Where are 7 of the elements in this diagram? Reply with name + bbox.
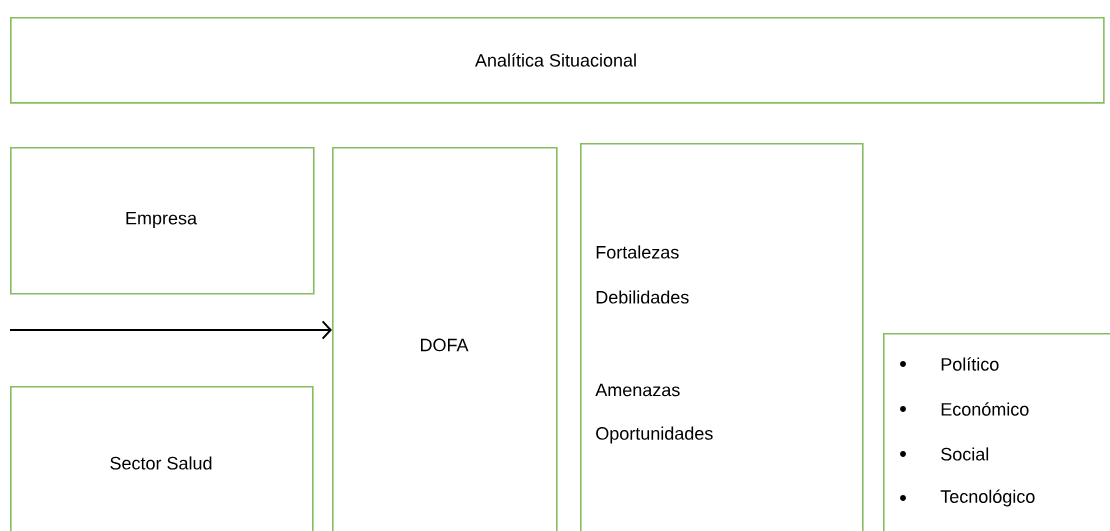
text-box: Empresa bbox=[10, 147, 315, 295]
bullet-list-box: Político Económico Social Tecnológico bbox=[883, 333, 1110, 531]
title-box: Analítica Situacional bbox=[10, 17, 1105, 104]
text-box: DOFA bbox=[332, 147, 558, 531]
arrow bbox=[9, 320, 332, 340]
text-box: Sector Salud bbox=[10, 386, 314, 531]
text-box: Fortalezas Debilidades Amenazas Oportunidades bbox=[580, 143, 864, 531]
